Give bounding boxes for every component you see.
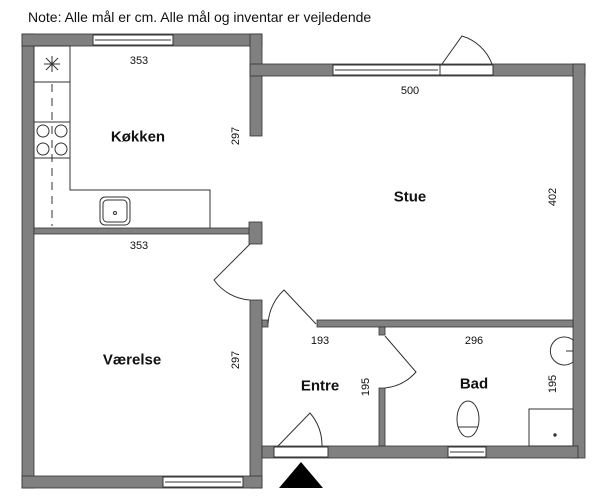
dim-kokken-width: 353 [129,55,149,67]
entrance-marker-icon [279,462,323,488]
room-label-kokken: Køkken [110,128,166,146]
dim-vaerelse-depth: 297 [230,350,242,370]
dim-bad-width: 296 [464,335,484,347]
dim-entre-width: 193 [310,335,330,347]
dim-entre-depth: 195 [360,377,372,397]
room-label-bad: Bad [459,375,489,393]
shower-icon [528,408,574,447]
room-label-stue: Stue [393,188,427,206]
dim-bad-depth: 195 [547,374,559,394]
bathroom-fixtures [456,336,574,447]
kitchen-fixtures [33,45,211,228]
toilet-icon [456,400,480,438]
dim-kokken-depth: 297 [230,126,242,146]
dim-stue-depth: 402 [547,187,559,207]
stove-hob-icon [36,124,68,156]
dim-vaerelse-width: 353 [129,240,149,252]
plan-note: Note: Alle mål er cm. Alle mål og invent… [28,9,372,25]
hood-fan-icon [44,56,60,72]
dim-stue-width: 500 [400,85,420,97]
kitchen-sink-icon [99,196,131,226]
doors [213,35,493,447]
washbasin-icon [549,336,574,366]
room-label-vaerelse: Værelse [102,351,162,369]
windows [92,34,494,488]
room-label-entre: Entre [300,377,340,395]
